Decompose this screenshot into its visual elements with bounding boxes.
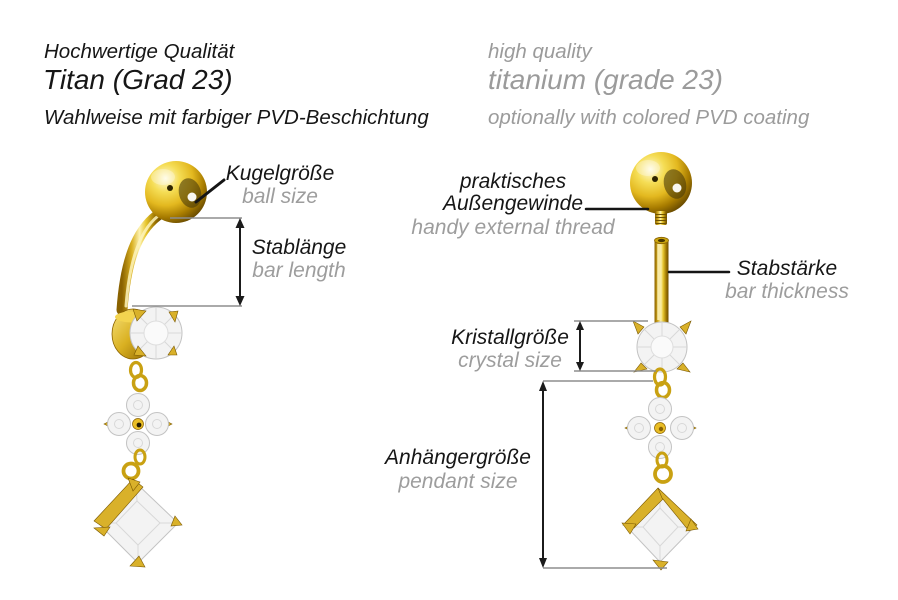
label-ball-size-de: Kugelgröße [225, 162, 335, 185]
right-chain-link-upper [652, 367, 672, 400]
label-external-thread-de1: praktisches [459, 170, 567, 193]
left-curved-bar [116, 207, 167, 316]
label-external-thread-en: handy external thread [411, 216, 615, 239]
label-crystal-size-en: crystal size [458, 349, 562, 372]
label-external-thread-de2: Außengewinde [442, 192, 584, 215]
right-ball [630, 152, 692, 214]
label-bar-length-en: bar length [252, 259, 346, 282]
header-de-quality: Hochwertige Qualität [44, 40, 235, 63]
header-en-material: titanium (grade 23) [488, 64, 724, 95]
crystal-size-measure [574, 320, 656, 372]
external-thread-stub [655, 211, 667, 225]
left-chain-link-lower [121, 448, 147, 481]
header-de-material: Titan (Grad 23) [43, 64, 233, 95]
left-flower-crystal [103, 393, 173, 455]
label-pendant-size-de: Anhängergröße [385, 446, 531, 469]
left-ball [145, 161, 207, 223]
header-de-coating: Wahlweise mit farbiger PVD-Beschichtung [44, 106, 429, 129]
header-en-coating: optionally with colored PVD coating [488, 106, 810, 129]
right-flower-crystal [624, 397, 697, 459]
label-bar-length-de: Stablänge [251, 236, 347, 259]
label-ball-size-en: ball size [242, 185, 318, 208]
label-bar-thickness-en: bar thickness [725, 280, 849, 303]
header-en-quality: high quality [488, 40, 592, 63]
right-straight-bar [654, 236, 669, 324]
left-round-crystal [111, 306, 183, 360]
bar-length-measure [132, 217, 245, 307]
left-chain-link-upper [128, 360, 149, 393]
label-bar-thickness-de: Stabstärke [736, 257, 838, 280]
left-square-pendant [93, 477, 183, 568]
label-pendant-size-en: pendant size [398, 470, 518, 493]
right-figure [539, 152, 731, 571]
pendant-size-measure [539, 380, 667, 569]
right-round-crystal [632, 320, 692, 373]
right-chain-link-lower [653, 451, 673, 484]
ball-size-callout-line [194, 178, 226, 204]
left-figure [93, 161, 245, 568]
right-square-pendant [621, 487, 699, 571]
label-crystal-size-de: Kristallgröße [451, 326, 569, 349]
